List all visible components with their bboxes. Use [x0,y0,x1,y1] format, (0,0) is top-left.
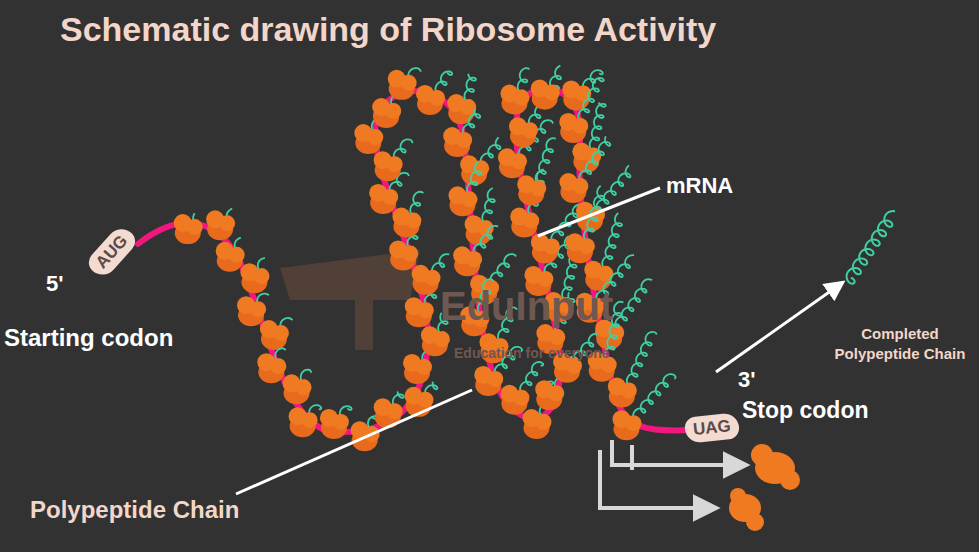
leader-line [236,390,472,494]
codon-label: Stop codon [742,396,868,426]
ribosome [320,409,349,439]
strand-end: 5' [46,270,63,299]
codon-badge: AUG [84,223,139,280]
ribosome [354,124,383,154]
ribosome [500,85,529,115]
watermark: Education for everyone [454,344,610,362]
ribosome [369,184,398,214]
ribosomes [174,66,676,452]
release-arrow [600,450,715,508]
ribosome [517,175,546,205]
ribosome [283,374,312,404]
polypeptide-strand [602,213,622,270]
codon-text: UAG [692,416,732,440]
ribosome [531,79,560,109]
ribosome [498,148,527,178]
released-subunit [729,444,800,531]
ribosome [522,409,551,439]
ribosome [531,233,560,263]
ribosome [237,296,266,326]
polypeptide-strand [633,374,676,421]
polypeptide-strand [578,78,603,123]
ribosome [443,127,472,157]
part-label: Completed Polypeptide Chain [826,324,974,363]
pointer-arrow [716,283,842,372]
polypeptide-strand [615,279,652,330]
ribosome [392,208,421,238]
ribosome [559,113,588,143]
ribosome [389,240,418,270]
polypeptide-strand [482,188,495,224]
ribosome [403,354,432,384]
polypeptide-strand [467,161,481,195]
ribosome [465,215,494,245]
part-label: mRNA [666,172,733,201]
ribosome [416,85,445,115]
ribosome [572,143,601,173]
ribosome [474,366,503,396]
ribosome [535,380,564,410]
polypeptide-strand [518,68,530,93]
ribosome [240,263,269,293]
ribosome [372,98,401,128]
ribosome [453,246,482,276]
ribosome [500,385,529,415]
ribosome [559,173,588,203]
ribosome [216,242,245,272]
ribosome [509,117,538,147]
strand-end: 3' [738,366,755,395]
diagram-title: Schematic drawing of Ribosome Activity [60,10,716,49]
ribosome [374,151,403,181]
ribosome [421,326,450,356]
completed-chain [847,211,895,284]
leader-line [538,188,660,236]
ribosome [388,70,417,100]
ribosome [562,80,591,110]
polypeptide-strand [627,332,657,387]
ribosome [260,320,289,350]
codon-text: AUG [92,231,132,272]
release-arrow [630,445,634,470]
ribosome [612,410,641,440]
codon-label: Starting codon [4,322,173,353]
ribosome [206,210,235,240]
ribosome [412,265,441,295]
ribosome [510,208,539,238]
ribosome [608,377,637,407]
ribosome [448,186,477,216]
codon-badge: UAG [684,412,740,443]
polypeptide-strand [590,102,606,151]
polypeptide-strand [579,136,610,183]
ribosome [289,407,318,437]
ribosome [174,214,203,244]
polypeptide-strand [536,138,556,185]
watermark: EduInput [440,280,613,332]
part-label: Polypeptide Chain [30,494,239,525]
ribosome [257,353,286,383]
polypeptide-strand [464,74,476,103]
ribosome [405,297,434,327]
ribosome [566,233,595,263]
ribosome [447,94,476,124]
mrna-strand [138,88,690,432]
